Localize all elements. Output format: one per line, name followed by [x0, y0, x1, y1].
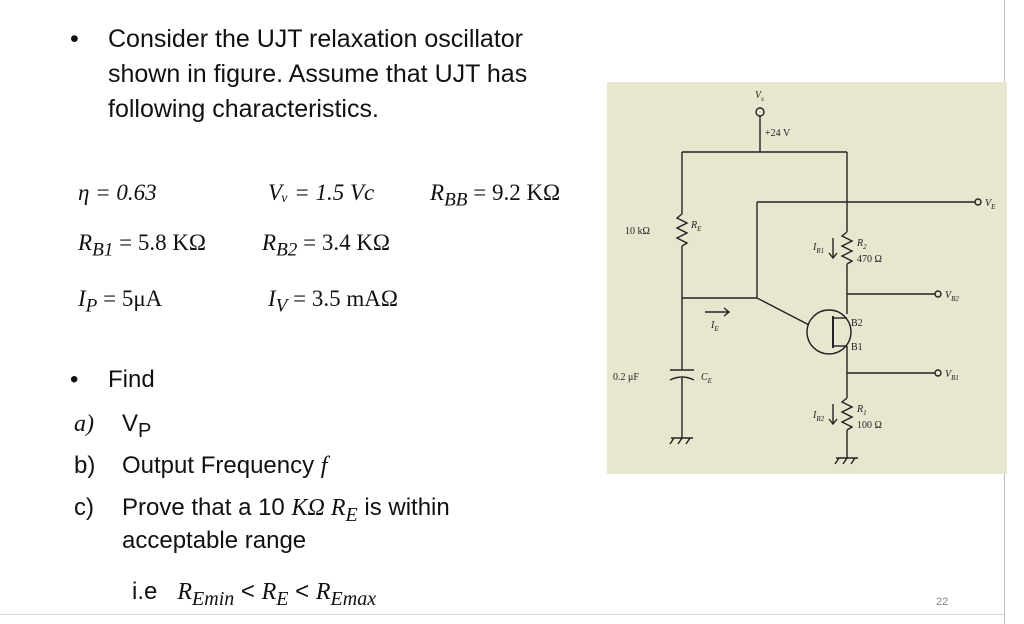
problem-statement: • Consider the UJT relaxation oscillator…: [70, 22, 590, 127]
iv-value: IV = 3.5 mAΩ: [268, 286, 398, 317]
part-a: a)VP: [74, 410, 152, 442]
supply-label: +24 V: [765, 128, 791, 139]
vv-value: Vᵥ = 1.5 Vc: [268, 180, 375, 205]
ie-arrowhead: [723, 307, 731, 317]
vb1-terminal: [934, 369, 942, 377]
find-heading: • Find: [70, 366, 155, 394]
ground-right-hatch-1: [834, 457, 840, 465]
ir2-label: IR2: [812, 410, 825, 423]
problem-line-3: following characteristics.: [108, 95, 379, 123]
paper-background: [607, 82, 1007, 474]
problem-line-1: Consider the UJT relaxation oscillator: [108, 25, 524, 53]
bullet: •: [70, 366, 79, 393]
r2-label: R2: [856, 238, 867, 251]
ground-left-hatch-3: [685, 437, 691, 445]
ground-right-hatch-2: [842, 457, 848, 465]
r1-label: R1: [856, 404, 867, 417]
re-label: RE: [690, 220, 702, 233]
vb2-label: VB2: [945, 290, 959, 303]
bullet: •: [70, 25, 79, 53]
emitter-lead: [756, 297, 812, 327]
re-resistor: [675, 213, 689, 247]
vb1-label: VB1: [945, 369, 959, 382]
ie-label: IE: [710, 320, 719, 333]
b1-label: B1: [851, 342, 863, 353]
ground-left-hatch-1: [669, 437, 675, 445]
ground-left-hatch-2: [677, 437, 683, 445]
ujt-symbol: [806, 309, 852, 355]
eta-value: η = 0.63: [78, 180, 157, 205]
ve-label: VE: [985, 198, 996, 211]
part-b: b)Output Frequency f: [74, 452, 328, 479]
inequality: i.e REmin < RE < REmax: [132, 578, 377, 610]
part-c: c)Prove that a 10 KΩ RE is within accept…: [74, 494, 450, 554]
r2-value-label: 470 Ω: [857, 254, 882, 265]
ve-terminal: [974, 198, 982, 206]
ip-value: IP = 5μA: [78, 286, 163, 317]
ir2-arrowhead: [828, 418, 838, 426]
circuit-svg: Vs +24 V 10 kΩ RE IE 0.2 μF CE IR1 R2 47…: [607, 82, 1007, 474]
problem-line-2: shown in figure. Assume that UJT has: [108, 60, 528, 88]
rb1-value: RB1 = 5.8 KΩ: [78, 230, 207, 261]
vb2-terminal: [934, 290, 942, 298]
ce-plate-bottom: [669, 376, 695, 381]
r1-resistor: [840, 397, 854, 431]
b2-label: B2: [851, 318, 863, 329]
rb2-value: RB2 = 3.4 KΩ: [262, 230, 391, 261]
ce-label: CE: [701, 372, 713, 385]
bottom-rule: [0, 614, 1004, 615]
r1-value-label: 100 Ω: [857, 420, 882, 431]
rbb-value: RBB = 9.2 KΩ: [430, 180, 561, 211]
ir1-arrowhead: [828, 252, 838, 260]
re-value-label: 10 kΩ: [625, 226, 650, 237]
vs-label: Vs: [755, 90, 764, 103]
ir1-label: IR1: [812, 242, 824, 255]
r2-resistor: [840, 231, 854, 265]
ground-right-hatch-3: [850, 457, 856, 465]
page-number: 22: [936, 596, 949, 608]
find-label: Find: [108, 366, 155, 393]
vs-terminal: [755, 107, 765, 117]
ujt-circuit-figure: Vs +24 V 10 kΩ RE IE 0.2 μF CE IR1 R2 47…: [607, 82, 1007, 474]
ce-value-label: 0.2 μF: [613, 372, 639, 383]
